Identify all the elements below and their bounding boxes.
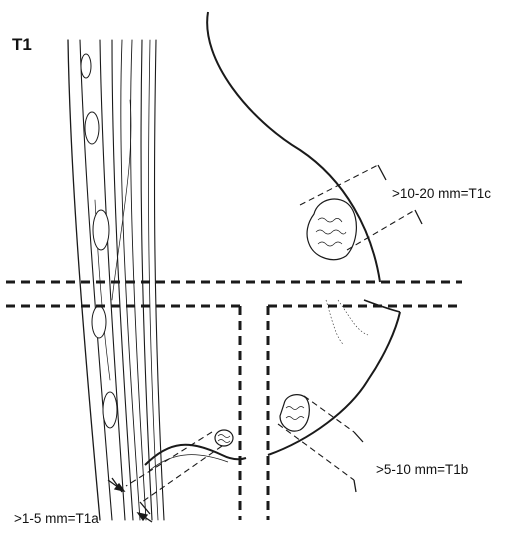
fiber-nodules [81,54,117,428]
label-t1a: >1-5 mm=T1a [14,511,99,526]
section-lines [6,282,462,520]
t1a-arrows [108,480,152,522]
figure-title: T1 [12,35,32,54]
measurement-guides [126,165,415,502]
tumor-t1b [280,395,309,431]
label-t1c: >10-20 mm=T1c [392,186,491,201]
tumor-t1a [215,430,233,446]
lower-breast-outline [145,300,400,470]
chest-wall-fibers [68,40,164,520]
tumor-t1c [307,199,356,260]
label-t1b: >5-10 mm=T1b [376,462,468,477]
